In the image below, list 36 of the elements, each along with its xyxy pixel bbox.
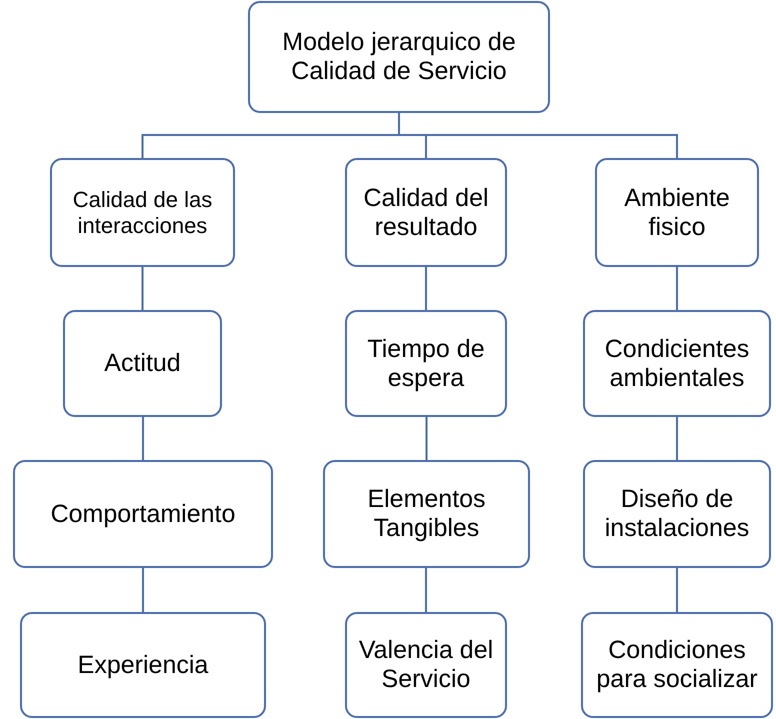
box-label: Valencia del Servicio: [358, 636, 494, 694]
connector-line: [676, 568, 678, 612]
box-label: Calidad del resultado: [362, 184, 490, 242]
box-label: Tiempo de espera: [366, 334, 486, 392]
box-label: Actitud: [104, 349, 181, 378]
category-box: [345, 310, 507, 417]
category-box: [13, 460, 273, 568]
box-label: Modelo jerarquico de Calidad de Servicio: [281, 28, 517, 86]
category-box: [50, 158, 235, 267]
category-box: [583, 310, 771, 417]
category-box: [248, 1, 550, 113]
box-label: Diseño de instalaciones: [604, 485, 750, 543]
box-label: Elementos Tangibles: [366, 485, 487, 543]
category-box: [583, 460, 771, 568]
category-box: [63, 310, 222, 417]
connector-line: [142, 568, 144, 612]
category-box: [345, 612, 507, 718]
box-label: Condiciones para socializar: [595, 636, 759, 694]
category-box: [20, 612, 266, 718]
connector-line: [142, 417, 144, 460]
connector-line: [676, 267, 678, 310]
category-box: [323, 460, 530, 568]
category-box: [581, 612, 773, 718]
connector-line: [425, 568, 427, 612]
box-label: Experiencia: [78, 650, 208, 680]
connector-line: [426, 417, 428, 460]
category-box: [345, 158, 507, 267]
box-label: Calidad de las interacciones: [72, 187, 214, 238]
connector-line: [398, 113, 678, 158]
connector-line: [425, 267, 427, 310]
box-label: Comportamiento: [50, 500, 236, 528]
category-box: [595, 158, 759, 267]
connector-line: [676, 417, 678, 460]
connector-line: [142, 267, 144, 310]
box-label: Ambiente fisico: [623, 184, 731, 242]
box-label: Condicientes ambientales: [604, 334, 750, 392]
